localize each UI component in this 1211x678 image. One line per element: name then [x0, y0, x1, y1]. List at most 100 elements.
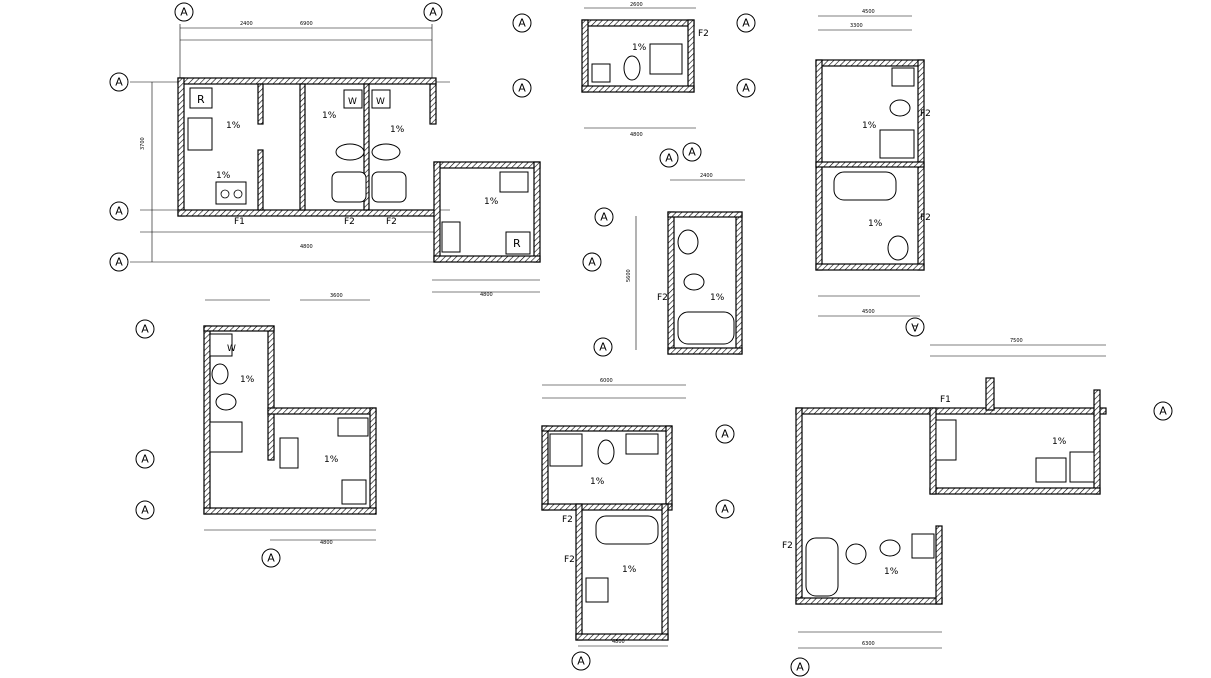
wall — [267, 407, 377, 415]
wall — [299, 83, 306, 211]
wall — [257, 83, 264, 125]
slope-label: 1% — [862, 121, 877, 131]
axis-bubble — [135, 449, 155, 469]
shower — [549, 433, 583, 467]
wall — [581, 85, 695, 93]
wall — [541, 425, 673, 432]
axis-bubble — [594, 207, 614, 227]
washer — [209, 333, 233, 357]
floor-drain-label: F2 — [657, 293, 668, 303]
wall — [267, 325, 275, 461]
slope-label: 1% — [590, 477, 605, 487]
floor-drain-label: F2 — [564, 555, 575, 565]
bathtub — [677, 311, 735, 345]
floor-drain-label: F2 — [920, 109, 931, 119]
floor-drain-label: F1 — [940, 395, 951, 405]
sink — [499, 171, 529, 193]
wall — [433, 161, 441, 263]
wall — [203, 325, 211, 515]
dim-text: 3700 — [140, 137, 146, 150]
shower — [879, 129, 915, 159]
bathtub — [833, 171, 897, 201]
wall — [575, 503, 583, 641]
axis-label: A — [796, 661, 804, 674]
wall — [433, 255, 541, 263]
slope-label: 1% — [390, 125, 405, 135]
sink — [625, 433, 659, 455]
slope-label: 1% — [324, 455, 339, 465]
wall — [433, 161, 541, 169]
cooktop — [441, 221, 461, 253]
axis-label: A — [600, 211, 608, 224]
plan-4: 4500 3300 1% F2 1% F2 4500 A — [815, 9, 931, 337]
wall — [363, 83, 370, 211]
dim-text: 4500 — [862, 9, 875, 15]
axis-label: A — [742, 82, 750, 95]
axis-bubble — [905, 317, 925, 337]
axis-bubble — [715, 499, 735, 519]
sink — [211, 363, 229, 385]
washer-label: W — [376, 97, 385, 107]
refrigerator-label: R — [513, 237, 521, 250]
wall — [985, 377, 995, 411]
axis-label: A — [141, 323, 149, 336]
slope-label: 1% — [240, 375, 255, 385]
axis-label: A — [588, 256, 596, 269]
toilet — [371, 143, 401, 161]
dim-text: 4800 — [480, 292, 493, 298]
toilet — [889, 99, 911, 117]
wall — [795, 407, 803, 605]
wall — [581, 19, 695, 27]
bathtub — [805, 537, 839, 597]
axis-bubble — [682, 142, 702, 162]
floor-drain-label: F2 — [782, 541, 793, 551]
dim-text: 4800 — [300, 244, 313, 250]
washer-label: W — [348, 97, 357, 107]
plan-6: 6000 1% F2 1% F2 4800 A A A — [541, 378, 735, 671]
axis-bubble — [593, 337, 613, 357]
sink — [337, 417, 369, 437]
dim-text: 2400 — [700, 173, 713, 179]
sink — [591, 63, 611, 83]
slope-label: 1% — [632, 43, 647, 53]
axis-bubble — [582, 252, 602, 272]
wall — [177, 77, 437, 85]
toilet — [597, 439, 615, 465]
wall — [935, 525, 943, 605]
axis-label: A — [577, 655, 585, 668]
dim-text: 3300 — [850, 23, 863, 29]
slope-label: 1% — [226, 121, 241, 131]
axis-bubble — [109, 252, 129, 272]
floor-drain-label: F2 — [920, 213, 931, 223]
axis-label: A — [599, 341, 607, 354]
toilet — [683, 273, 705, 291]
sink — [879, 539, 901, 557]
axis-label: A — [115, 76, 123, 89]
dim-text: 5600 — [626, 269, 632, 282]
axis-bubble — [512, 13, 532, 33]
axis-label: A — [665, 152, 673, 165]
plan-2: 2600 1% F2 4800 A A A A — [512, 2, 756, 138]
axis-bubble — [135, 319, 155, 339]
dim-text: 4800 — [630, 132, 643, 138]
wall — [575, 633, 669, 641]
slope-label: 1% — [216, 171, 231, 181]
dim-text: 4800 — [612, 639, 625, 645]
axis-bubble — [109, 72, 129, 92]
axis-label: A — [742, 17, 750, 30]
axis-label: A — [267, 552, 275, 565]
washer — [371, 89, 391, 109]
wall — [203, 325, 275, 332]
shower — [331, 171, 367, 203]
sink — [585, 577, 609, 603]
slope-label: 1% — [1052, 437, 1067, 447]
axis-bubble — [109, 201, 129, 221]
plan-7: 7500 F1 1% 1% F2 6300 A A — [782, 338, 1173, 677]
wall — [203, 507, 377, 515]
toilet — [215, 393, 237, 411]
axis-label: A — [911, 321, 919, 334]
cooktop — [215, 181, 247, 205]
washer — [911, 533, 935, 559]
wall — [929, 407, 937, 495]
